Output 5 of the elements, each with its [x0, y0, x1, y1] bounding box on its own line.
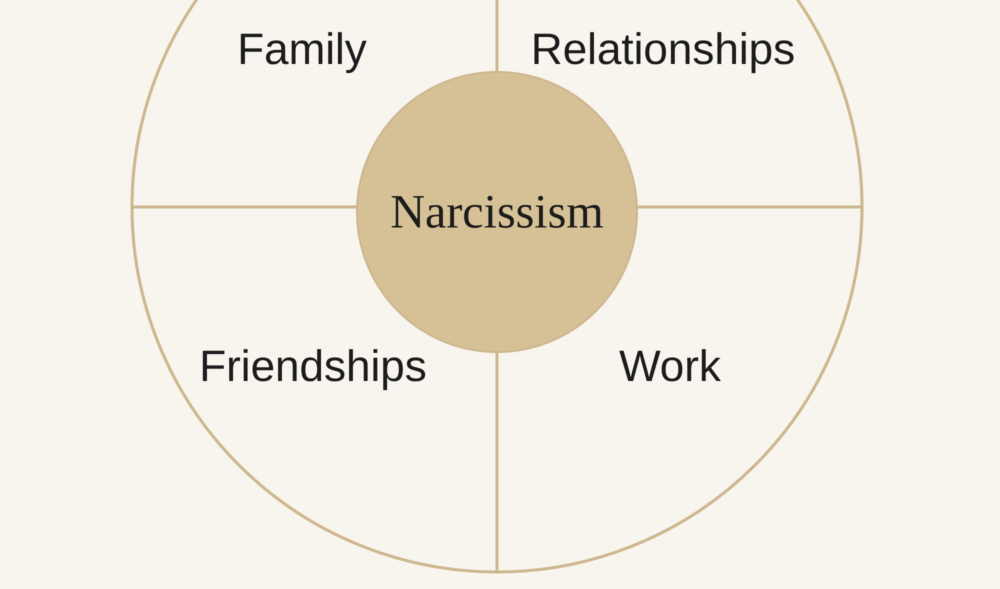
quadrant-label: Work [619, 342, 721, 392]
quadrant-label: Family [237, 25, 367, 75]
quadrant-label: Relationships [530, 25, 796, 75]
center-label: Narcissism [390, 184, 604, 240]
quadrant-label: Friendships [199, 342, 427, 392]
